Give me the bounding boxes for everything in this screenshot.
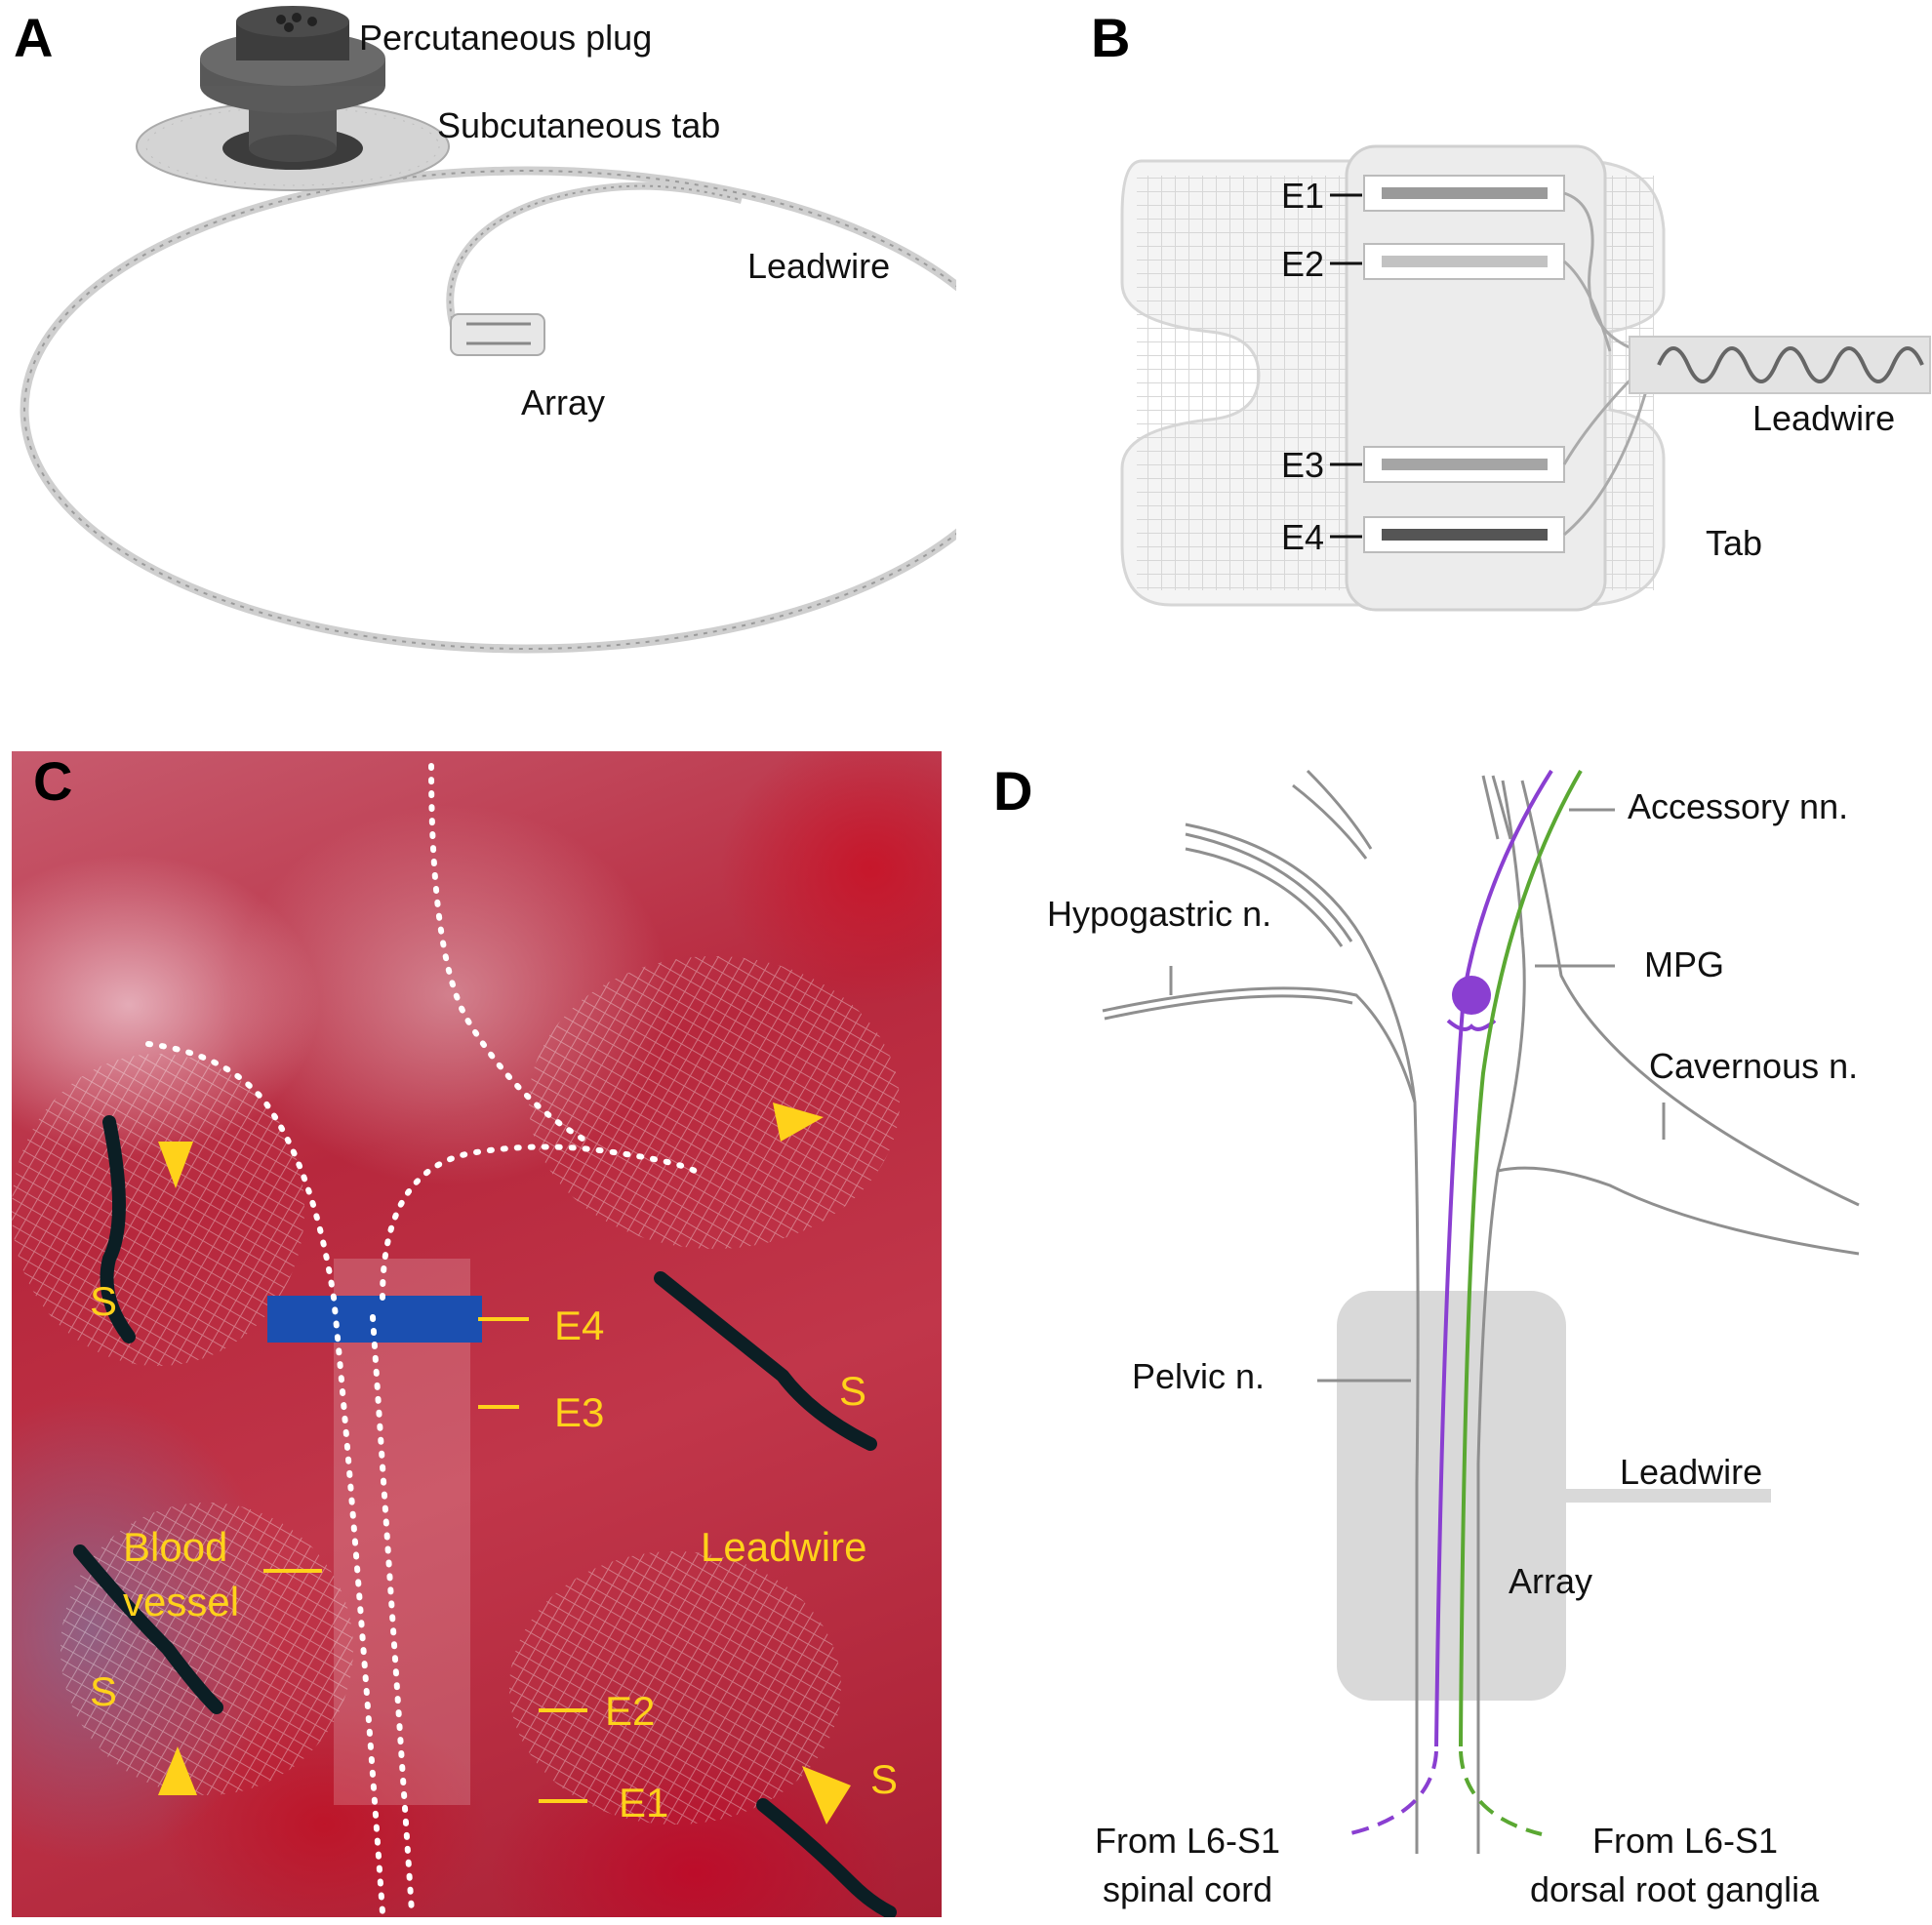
green-nerve	[1459, 770, 1583, 1747]
label-array-a: Array	[521, 382, 606, 422]
electrode-e1	[1363, 175, 1565, 212]
label-tab-b: Tab	[1706, 523, 1763, 563]
label-suture-c-4: S	[870, 1756, 899, 1802]
label-leadwire-c: Leadwire	[701, 1524, 867, 1570]
label-from-drg-2: dorsal root ganglia	[1530, 1869, 1820, 1909]
label-percutaneous-plug: Percutaneous plug	[359, 18, 653, 58]
label-cavernous-nerve: Cavernous n.	[1649, 1046, 1859, 1086]
label-leadwire-d: Leadwire	[1620, 1452, 1763, 1492]
panel-a-device-illustration	[20, 6, 956, 654]
label-suture-c-2: S	[839, 1368, 867, 1414]
panel-c-letter: C	[33, 750, 73, 812]
arrowhead-1	[158, 1142, 193, 1188]
panel-c-surgical-photo	[12, 751, 942, 1917]
label-suture-c-3: S	[90, 1668, 118, 1714]
electrode-e4	[1363, 516, 1565, 553]
arrowhead-3	[158, 1746, 197, 1795]
label-array-d: Array	[1509, 1561, 1593, 1601]
label-blood-vessel-c-1: Blood	[123, 1524, 228, 1570]
array-block	[1337, 1291, 1566, 1701]
hypogastric-nerve	[1102, 986, 1420, 1854]
label-leadwire-b: Leadwire	[1752, 398, 1896, 438]
label-hypogastric-nerve: Hypogastric n.	[1047, 894, 1272, 934]
panel-b-array-photo	[1120, 144, 1931, 612]
panel-a-letter: A	[14, 7, 54, 68]
label-suture-c-1: S	[90, 1278, 118, 1324]
label-from-drg-1: From L6-S1	[1592, 1821, 1779, 1861]
label-accessory-nerves: Accessory nn.	[1628, 786, 1849, 826]
label-e4-b: E4	[1281, 517, 1325, 557]
label-subcutaneous-tab: Subcutaneous tab	[437, 105, 721, 145]
leadwire-stub	[1566, 1489, 1771, 1503]
label-e1-c: E1	[619, 1780, 669, 1825]
percutaneous-plug	[200, 6, 385, 162]
purple-ganglion	[1452, 976, 1491, 1015]
label-e3-c: E3	[554, 1389, 605, 1435]
label-pelvic-nerve: Pelvic n.	[1132, 1356, 1266, 1396]
leadwire-b	[1629, 336, 1931, 394]
electrode-e3	[1363, 446, 1565, 483]
arrowhead-2	[773, 1103, 824, 1142]
label-blood-vessel-c-2: vessel	[123, 1579, 240, 1624]
label-mpg: MPG	[1644, 944, 1725, 984]
electrode-e2	[1363, 243, 1565, 280]
leadwire-loop-coil	[23, 170, 956, 650]
purple-nerve	[1434, 769, 1553, 1747]
label-e1-b: E1	[1281, 176, 1325, 216]
label-from-spinal-cord-1: From L6-S1	[1095, 1821, 1281, 1861]
label-leadwire-a: Leadwire	[747, 246, 891, 286]
label-e2-c: E2	[605, 1688, 656, 1734]
arrowhead-4	[802, 1766, 851, 1825]
array-illustration	[450, 313, 545, 356]
label-e3-b: E3	[1281, 445, 1325, 485]
panel-b-letter: B	[1091, 7, 1131, 68]
label-e4-c: E4	[554, 1303, 605, 1348]
panel-d-letter: D	[993, 760, 1033, 822]
label-e2-b: E2	[1281, 244, 1325, 284]
label-from-spinal-cord-2: spinal cord	[1103, 1869, 1273, 1909]
